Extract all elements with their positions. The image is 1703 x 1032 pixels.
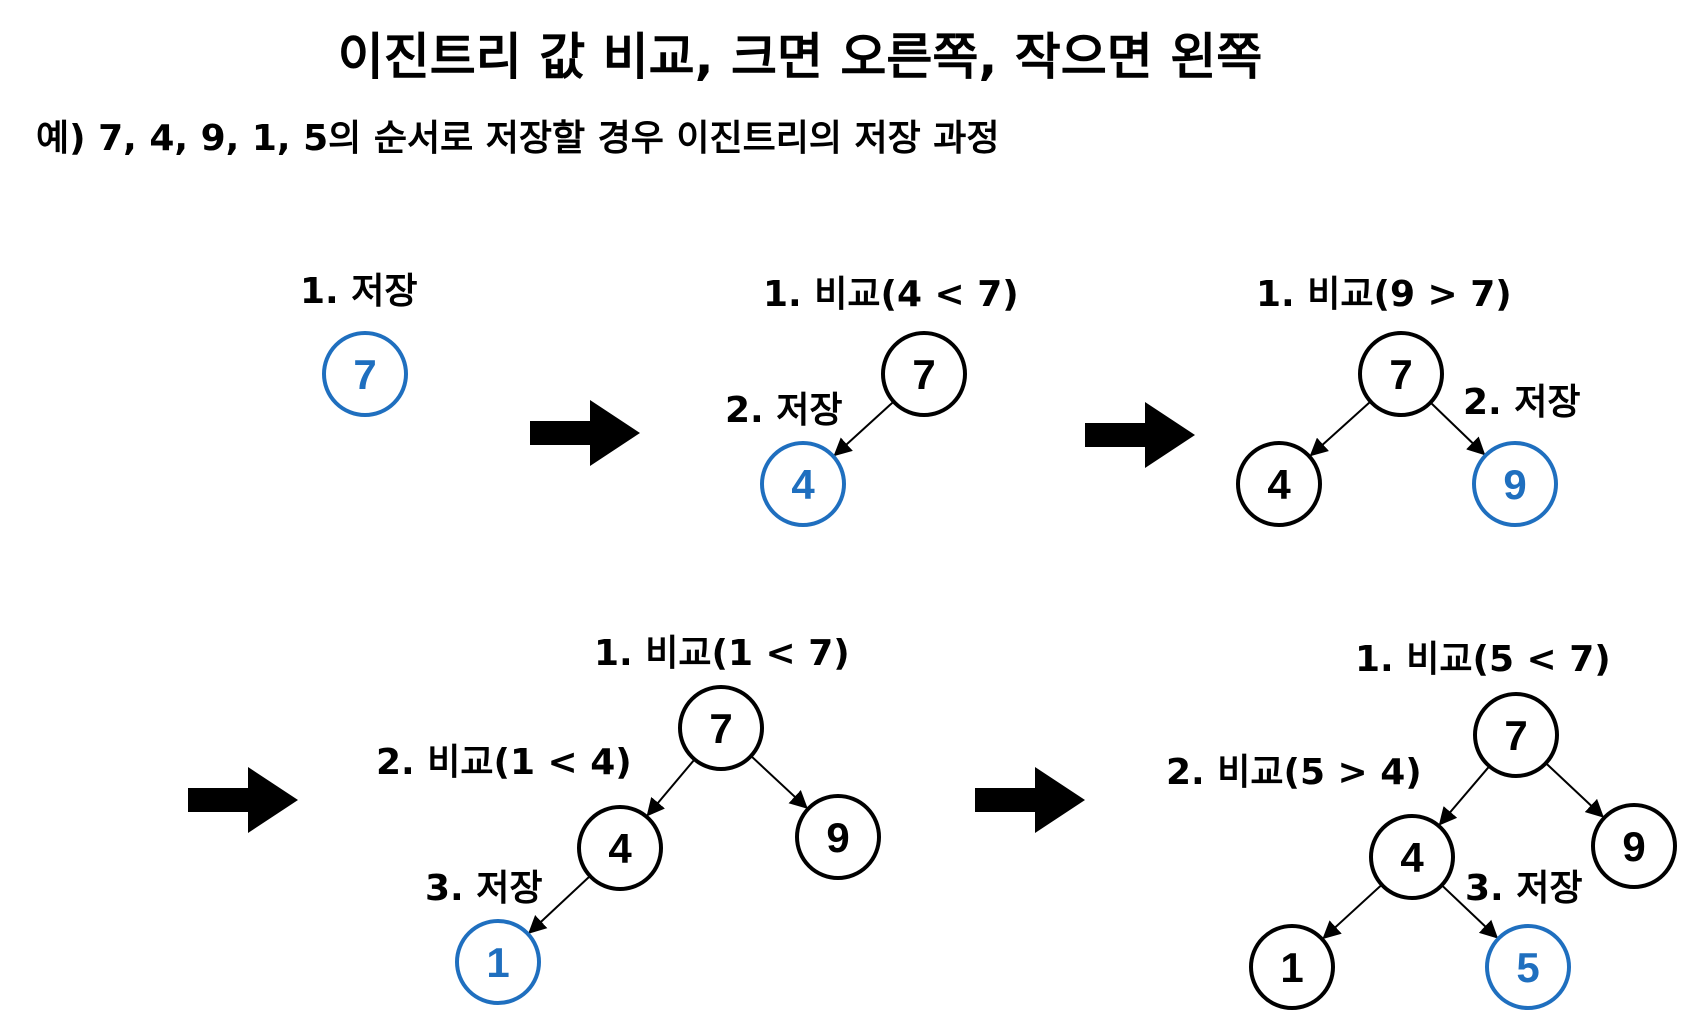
edge-n7-n4 <box>1309 400 1372 457</box>
edge-n4-n1 <box>1322 883 1383 940</box>
step-label: 1. 비교(4 < 7) <box>763 274 1019 315</box>
step-label: 2. 저장 <box>725 390 843 431</box>
tree-node-7 <box>1358 331 1444 417</box>
tree-node-value: 4 <box>608 825 632 872</box>
edge-n7-n4 <box>646 758 696 817</box>
tree-node-9 <box>795 794 881 880</box>
tree-node-4 <box>1369 814 1455 900</box>
step-label: 1. 저장 <box>300 271 418 312</box>
step-label: 1. 비교(9 > 7) <box>1256 274 1512 315</box>
tree-node-value: 5 <box>1516 944 1539 991</box>
tree-node-1 <box>1249 924 1335 1010</box>
edge-n7-n9 <box>1429 401 1486 456</box>
edge-n7-n4 <box>1438 765 1491 826</box>
steps-layer: 7 1. 저장 7 4 1. 비교(4 < 7) 2. 저장 7 4 9 1. 비교(9 > 7)… <box>300 271 1677 1010</box>
tree-node-5 <box>1485 924 1571 1010</box>
tree-node-4 <box>577 805 663 891</box>
tree-node-1 <box>455 919 541 1005</box>
tree-node-value: 9 <box>1622 823 1645 870</box>
step-label: 2. 저장 <box>1463 382 1581 423</box>
tree-node-value: 7 <box>912 351 935 398</box>
step-arrow-2 <box>1085 402 1195 468</box>
tree-step3: 7 4 9 1. 비교(9 > 7) 2. 저장 <box>1236 274 1581 527</box>
step-label: 3. 저장 <box>1465 868 1583 909</box>
tree-node-value: 9 <box>1503 461 1526 508</box>
tree-node-7 <box>678 685 764 771</box>
tree-node-9 <box>1472 441 1558 527</box>
step-label: 2. 비교(1 < 4) <box>376 742 632 783</box>
edge-n4-n1 <box>528 875 591 934</box>
tree-step2: 7 4 1. 비교(4 < 7) 2. 저장 <box>725 274 1019 527</box>
step-arrow-4 <box>975 767 1085 833</box>
tree-step5: 7 4 9 1 5 1. 비교(5 < 7) 2. 비교(5 > 4) 3. 저장 <box>1166 639 1677 1010</box>
diagram-title: 이진트리 값 비교, 크면 오른쪽, 작으면 왼쪽 <box>338 28 1262 86</box>
tree-node-value: 7 <box>353 351 376 398</box>
edge-n7-n9 <box>750 755 808 809</box>
tree-node-4 <box>760 441 846 527</box>
step-arrow-3 <box>188 767 298 833</box>
step-label: 2. 비교(5 > 4) <box>1166 752 1422 793</box>
step-label: 1. 비교(1 < 7) <box>594 633 850 674</box>
tree-node-value: 9 <box>826 814 849 861</box>
edge-n4-n5 <box>1441 884 1499 939</box>
tree-node-value: 1 <box>1280 944 1303 991</box>
tree-node-value: 7 <box>1504 712 1527 759</box>
tree-node-9 <box>1591 803 1677 889</box>
step-label: 1. 비교(5 < 7) <box>1355 639 1611 680</box>
step-label: 3. 저장 <box>425 868 543 909</box>
tree-node-7 <box>322 331 408 417</box>
tree-node-value: 4 <box>791 461 815 508</box>
tree-node-7 <box>1473 692 1559 778</box>
tree-node-value: 4 <box>1400 834 1424 881</box>
edge-n7-n4 <box>833 400 895 457</box>
tree-step1: 7 1. 저장 <box>300 271 418 417</box>
tree-step4: 7 4 9 1 1. 비교(1 < 7) 2. 비교(1 < 4) 3. 저장 <box>376 633 881 1005</box>
step-arrow-1 <box>530 400 640 466</box>
tree-node-value: 7 <box>709 705 732 752</box>
tree-node-value: 4 <box>1267 461 1291 508</box>
tree-node-7 <box>881 331 967 417</box>
tree-node-value: 1 <box>486 939 509 986</box>
edge-n7-n9 <box>1545 762 1604 818</box>
tree-node-4 <box>1236 441 1322 527</box>
diagram-subtitle: 예) 7, 4, 9, 1, 5의 순서로 저장할 경우 이진트리의 저장 과정 <box>36 118 1000 159</box>
tree-node-value: 7 <box>1389 351 1412 398</box>
